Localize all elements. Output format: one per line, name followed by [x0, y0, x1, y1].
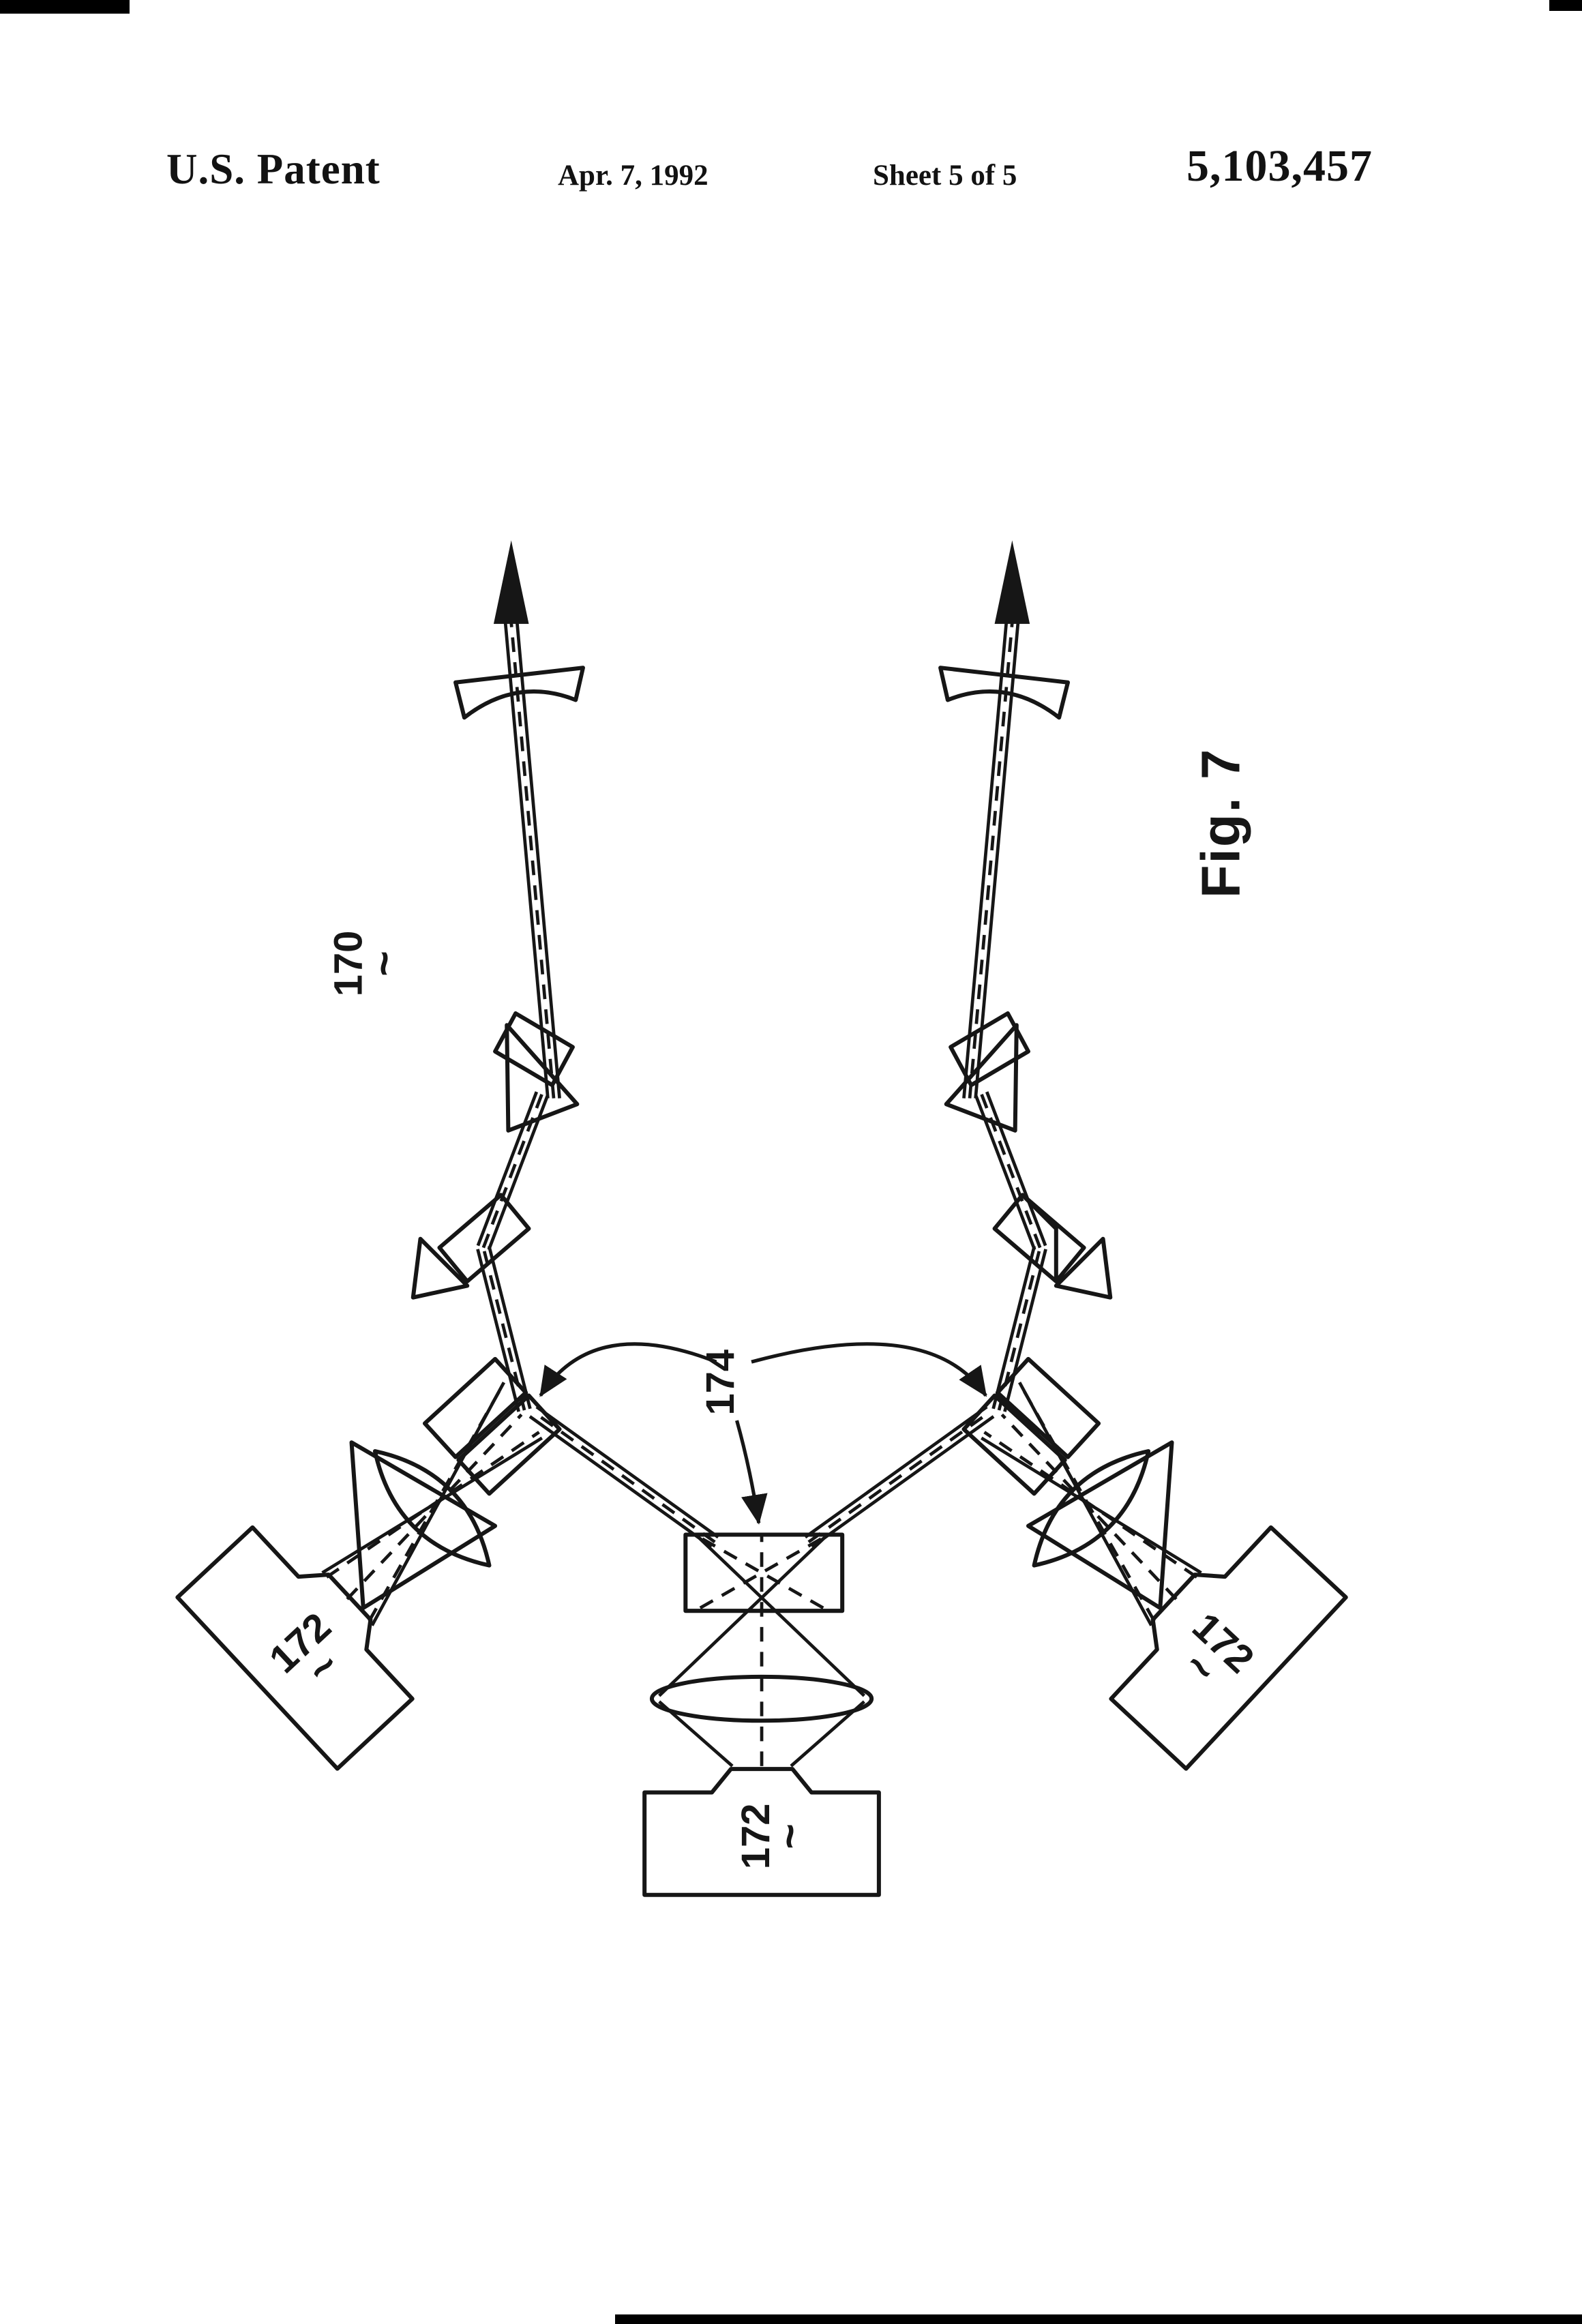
beam-center-outline — [658, 1533, 866, 1768]
beam-combiner-block — [683, 1532, 845, 1613]
label-174: 174 — [699, 1350, 743, 1416]
beam-right-outline — [804, 622, 1047, 1549]
light-source-center-housing — [642, 1767, 881, 1897]
fold-prism-top-right — [944, 1011, 1031, 1133]
leader-arrow-174-left — [539, 1342, 717, 1397]
beam-right-axis — [807, 622, 1042, 1544]
fold-prism-mid-left — [411, 1193, 531, 1300]
optical-elements — [349, 666, 1174, 1723]
ray-cone-left — [349, 1440, 498, 1610]
label-172-right: 172 ~ — [1174, 1605, 1262, 1694]
beam-left-axis — [481, 622, 716, 1544]
output-arrowhead-right — [994, 540, 1030, 624]
fold-prism-mid-right — [992, 1193, 1113, 1300]
svg-text:172: 172 — [734, 1804, 778, 1870]
svg-text:174: 174 — [699, 1350, 743, 1416]
condenser-lens-right — [1032, 1449, 1151, 1568]
light-source-center: 172 ~ — [642, 1767, 881, 1897]
condenser-lens-left — [372, 1449, 492, 1568]
leader-arrow-174-right — [751, 1342, 987, 1397]
patent-header-sheet-count: Sheet 5 of 5 — [873, 160, 1017, 192]
beam-source-left-axis — [325, 1387, 540, 1622]
svg-text:170: 170 — [327, 931, 371, 997]
light-source-right-housing — [1109, 1525, 1348, 1771]
svg-text:Fig. 7: Fig. 7 — [1190, 748, 1251, 898]
fold-prism-top-left — [493, 1011, 580, 1133]
leader-arrow-174-down — [735, 1420, 768, 1525]
beam-source-right-axis — [983, 1387, 1198, 1622]
patent-header-number: 5,103,457 — [1186, 141, 1373, 191]
label-170: 170 ~ — [327, 931, 408, 997]
ray-cone-right — [1026, 1440, 1174, 1610]
concave-lens-right — [938, 666, 1071, 720]
label-172-left: 172 ~ — [261, 1605, 349, 1694]
svg-text:~: ~ — [764, 1823, 814, 1849]
svg-text:~: ~ — [359, 951, 408, 977]
beam-left-outline — [476, 622, 719, 1549]
light-source-left: 172 ~ — [175, 1525, 415, 1771]
condenser-lens-center — [649, 1674, 874, 1723]
label-174-leaders — [539, 1342, 987, 1525]
label-172-center: 172 ~ — [734, 1804, 814, 1870]
beam-center-axis — [699, 1534, 824, 1766]
combiner-slabs-left — [422, 1356, 562, 1496]
scan-artifact-top-left — [0, 0, 130, 14]
combiner-slabs-right — [961, 1356, 1101, 1496]
patent-header-title: U.S. Patent — [166, 145, 380, 193]
light-source-left-housing — [175, 1525, 415, 1771]
output-arrowhead-left — [493, 540, 529, 624]
patent-header-date: Apr. 7, 1992 — [558, 160, 708, 192]
scan-artifact-bottom — [615, 2314, 1582, 2324]
concave-lens-left — [453, 666, 585, 720]
scan-artifact-top-right — [1549, 0, 1582, 11]
figure-7-caption: Fig. 7 — [1190, 748, 1251, 898]
light-source-right: 172 ~ — [1109, 1525, 1348, 1771]
beam-paths — [321, 622, 1202, 1768]
